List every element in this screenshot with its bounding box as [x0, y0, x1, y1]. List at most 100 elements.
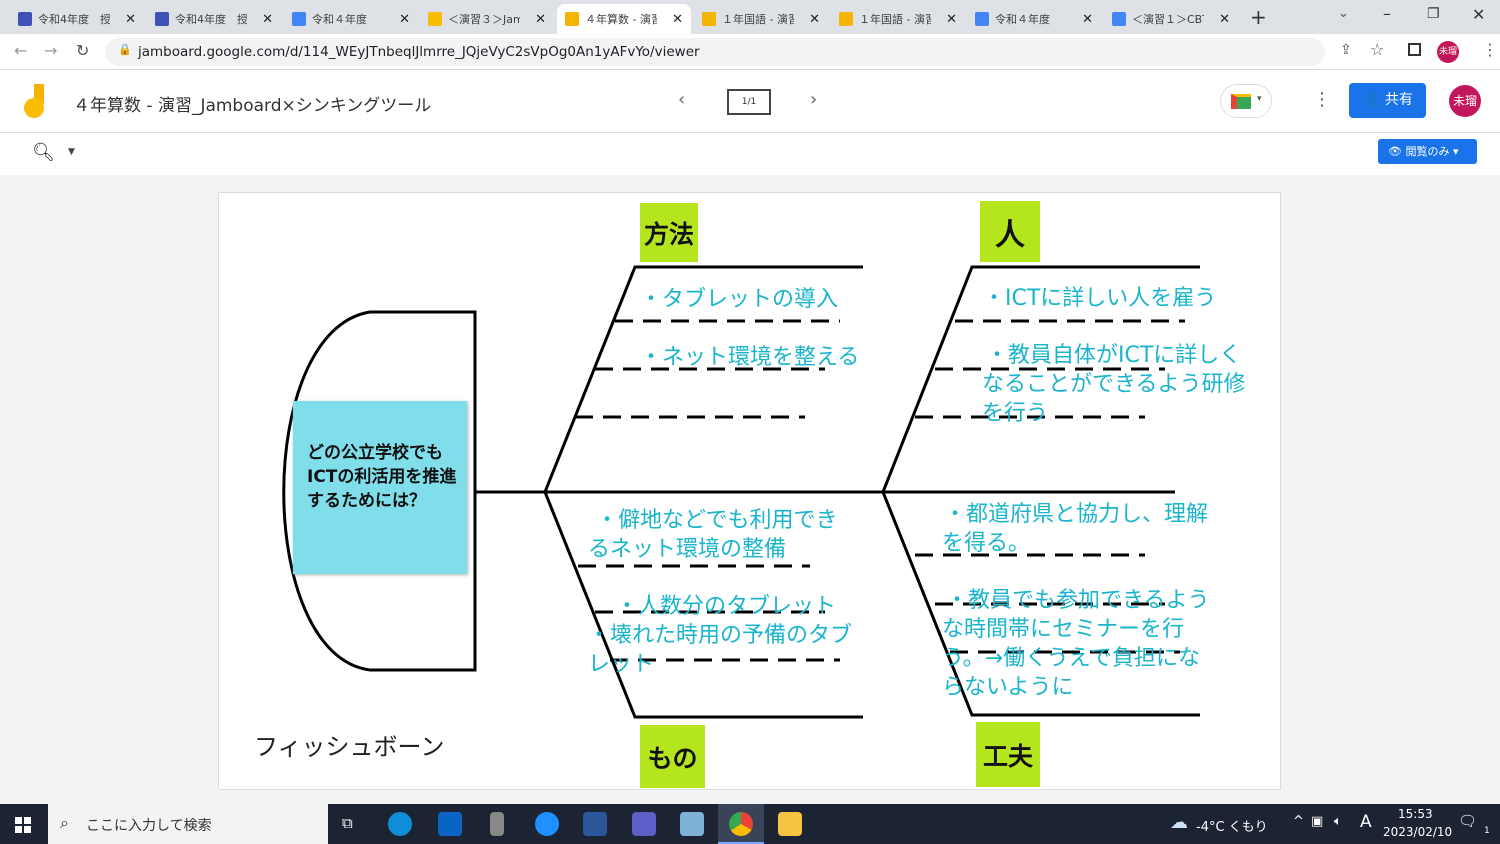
- tab-favicon-icon: [975, 12, 989, 26]
- browser-tab[interactable]: ４年算数 - 演習 ✕: [557, 4, 691, 34]
- lock-icon: 🔒: [118, 43, 132, 56]
- clock-time[interactable]: 15:53: [1398, 807, 1433, 821]
- browser-tab[interactable]: 令和４年度 ✕: [967, 4, 1101, 34]
- side-panel-icon[interactable]: [1408, 43, 1421, 56]
- jamboard-logo-icon: [22, 84, 50, 118]
- internet-explorer-icon[interactable]: [535, 812, 559, 836]
- tab-bar: 令和4年度 授✕令和4年度 授✕令和４年度 ✕＜演習３＞Jam✕４年算数 - 演…: [0, 0, 1500, 34]
- browser-tab[interactable]: 令和4年度 授 ✕: [10, 4, 144, 34]
- browser-tab[interactable]: ＜演習３＞Jam ✕: [420, 4, 554, 34]
- document-title[interactable]: ４年算数 - 演習_Jamboard×シンキングツール: [73, 96, 432, 116]
- tab-title: ４年算数 - 演習: [585, 13, 657, 26]
- browser-menu-icon[interactable]: ⋮: [1482, 40, 1498, 59]
- tab-close-icon[interactable]: ✕: [399, 11, 410, 27]
- ime-indicator[interactable]: A: [1360, 812, 1372, 832]
- network-icon[interactable]: ▣: [1311, 814, 1324, 829]
- close-window-button[interactable]: ✕: [1472, 5, 1486, 24]
- question-text: どの公立学校でもICTの利活用を推進するためには？: [307, 443, 457, 511]
- tab-close-icon[interactable]: ✕: [946, 11, 957, 27]
- tab-favicon-icon: [18, 12, 32, 26]
- edge-icon[interactable]: [388, 812, 412, 836]
- category-thing: もの: [640, 725, 705, 788]
- next-frame-button[interactable]: ›: [810, 89, 818, 110]
- dashed-guide-lines: [575, 319, 1185, 662]
- person-add-icon: 👤: [1363, 92, 1381, 108]
- note-text: ・人数分のタブレット ・壊れた時用の予備のタブレット: [588, 594, 853, 677]
- meet-dropdown-icon: ▾: [1257, 94, 1262, 104]
- task-view-icon[interactable]: ⧉: [342, 814, 353, 832]
- search-icon: ⌕: [60, 813, 69, 832]
- bookmark-star-icon[interactable]: ☆: [1370, 40, 1385, 59]
- view-only-button[interactable]: 👁 閲覧のみ ▾: [1378, 139, 1477, 164]
- weather-cloud-icon: ☁: [1170, 812, 1188, 833]
- view-only-label: 閲覧のみ: [1405, 145, 1450, 158]
- restore-button[interactable]: ❐: [1427, 6, 1440, 22]
- tab-title: 令和４年度: [312, 13, 378, 26]
- volume-icon[interactable]: 🔈︎: [1334, 814, 1342, 829]
- share-button[interactable]: 👤 共有: [1349, 83, 1426, 118]
- category-method: 方法: [640, 203, 698, 262]
- note-text: ・教員でも参加できるような時間帯にセミナーを行う。→働くうえで負担にならないよう…: [942, 588, 1210, 700]
- diagram-caption: フィッシュボーン: [254, 733, 445, 761]
- eye-icon: 👁: [1388, 145, 1402, 158]
- tab-close-icon[interactable]: ✕: [1219, 11, 1230, 27]
- app-icon[interactable]: [680, 812, 704, 836]
- weather-text[interactable]: -4°C くもり: [1196, 820, 1268, 835]
- previous-frame-button[interactable]: ‹: [678, 89, 686, 110]
- tab-close-icon[interactable]: ✕: [535, 11, 546, 27]
- taskbar-search-input[interactable]: ⌕ ここに入力して検索: [48, 804, 328, 844]
- tab-title: 令和4年度 授: [175, 13, 247, 26]
- meet-button[interactable]: ▾: [1220, 84, 1272, 118]
- teams-icon[interactable]: [632, 812, 656, 836]
- clock-date[interactable]: 2023/02/10: [1383, 825, 1453, 839]
- forward-button[interactable]: →: [44, 41, 58, 60]
- url-input[interactable]: 🔒 jamboard.google.com/d/114_WEyJTnbeqlJl…: [105, 38, 1325, 66]
- app-icon[interactable]: [490, 812, 504, 836]
- tab-favicon-icon: [292, 12, 306, 26]
- browser-tab[interactable]: １年国語 - 演習 ✕: [831, 4, 965, 34]
- outlook-icon[interactable]: [438, 812, 462, 836]
- file-explorer-icon[interactable]: [778, 812, 802, 836]
- browser-tab[interactable]: 令和4年度 授 ✕: [147, 4, 281, 34]
- share-page-icon[interactable]: ⇪: [1340, 42, 1352, 58]
- zoom-dropdown-icon[interactable]: ▼: [68, 147, 75, 157]
- url-text: jamboard.google.com/d/114_WEyJTnbeqlJlmr…: [138, 44, 700, 60]
- browser-tab[interactable]: ＜演習１＞CBT ✕: [1104, 4, 1238, 34]
- browser-tab[interactable]: １年国語 - 演習 ✕: [694, 4, 828, 34]
- reload-button[interactable]: ↻: [76, 41, 90, 60]
- tab-close-icon[interactable]: ✕: [262, 11, 273, 27]
- tab-title: １年国語 - 演習: [859, 13, 931, 26]
- minimize-button[interactable]: –: [1383, 4, 1391, 23]
- note-text: ・ネット環境を整える: [640, 345, 860, 370]
- tab-title: 令和4年度 授: [38, 13, 110, 26]
- tab-title: ＜演習１＞CBT: [1132, 13, 1204, 26]
- profile-avatar[interactable]: 未瑠: [1437, 41, 1459, 63]
- tab-favicon-icon: [155, 12, 169, 26]
- frame-bar-button[interactable]: 1/1: [727, 89, 771, 115]
- notification-count: 1: [1484, 826, 1490, 836]
- new-tab-button[interactable]: +: [1250, 5, 1267, 29]
- search-placeholder: ここに入力して検索: [86, 818, 212, 834]
- browser-tab[interactable]: 令和４年度 ✕: [284, 4, 418, 34]
- left-bones: [543, 265, 863, 719]
- question-sticky-note[interactable]: どの公立学校でもICTの利活用を推進するためには？: [293, 401, 467, 574]
- start-button[interactable]: [15, 817, 31, 833]
- toolbar: 🔍︎ ▼ 👁 閲覧のみ ▾: [0, 133, 1500, 175]
- tab-close-icon[interactable]: ✕: [125, 11, 136, 27]
- frame-counter: 1/1: [741, 97, 757, 107]
- tab-close-icon[interactable]: ✕: [809, 11, 820, 27]
- tab-title: １年国語 - 演習: [722, 13, 794, 26]
- chrome-taskbar-button[interactable]: [718, 804, 764, 844]
- zoom-icon[interactable]: 🔍︎: [32, 142, 55, 163]
- back-button[interactable]: ←: [14, 41, 28, 60]
- tab-search-icon[interactable]: ⌄: [1338, 6, 1349, 21]
- tab-title: ＜演習３＞Jam: [448, 13, 520, 26]
- word-icon[interactable]: [583, 812, 607, 836]
- tab-close-icon[interactable]: ✕: [1082, 11, 1093, 27]
- account-avatar[interactable]: 未瑠: [1449, 85, 1481, 117]
- show-hidden-icons[interactable]: ^: [1293, 814, 1304, 829]
- tab-close-icon[interactable]: ✕: [672, 11, 683, 27]
- notification-icon[interactable]: 🗨︎: [1458, 812, 1478, 830]
- more-options-icon[interactable]: ⋮: [1313, 89, 1331, 110]
- tab-favicon-icon: [702, 12, 716, 26]
